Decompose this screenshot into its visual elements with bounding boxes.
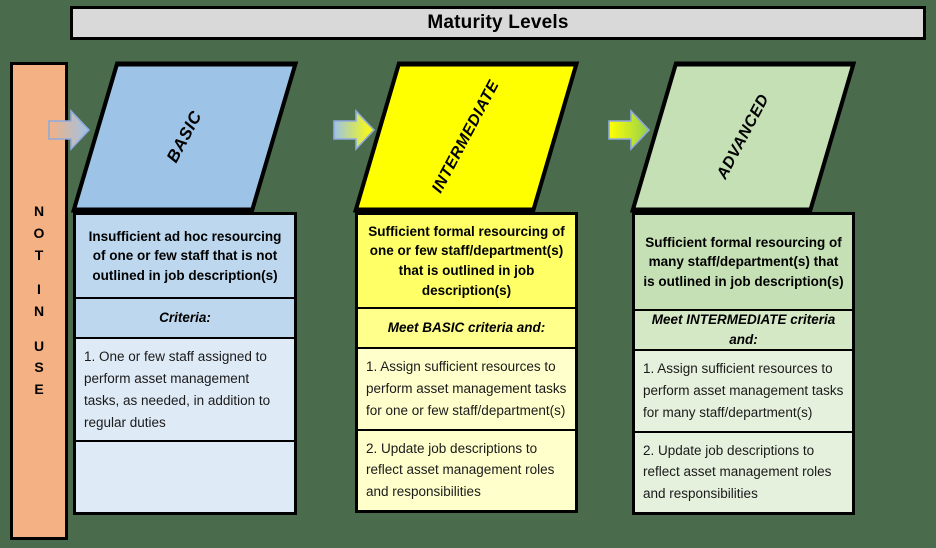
- intermediate-criteria-item-text: 1. Assign sufficient resources to perfor…: [366, 359, 567, 418]
- not-in-use-letter: E: [34, 381, 44, 398]
- basic-criteria-label-cell: Criteria:: [76, 299, 294, 339]
- basic-criteria-label: Criteria:: [159, 310, 211, 326]
- basic-empty-cell: [76, 442, 294, 513]
- maturity-column-basic: BASIC Insufficient ad hoc resourcing of …: [70, 61, 299, 516]
- advanced-criteria-item-text: 2. Update job descriptions to reflect as…: [643, 442, 832, 502]
- basic-plate: BASIC: [70, 61, 299, 213]
- arrow-basic-to-intermediate-icon: [333, 108, 376, 152]
- intermediate-criteria-label: Meet BASIC criteria and:: [387, 320, 546, 336]
- not-in-use-letter: N: [33, 203, 45, 220]
- intermediate-criteria-label-cell: Meet BASIC criteria and:: [358, 309, 575, 349]
- arrow-not-in-use-to-basic-icon: [48, 108, 91, 152]
- not-in-use-letter: O: [33, 224, 45, 241]
- basic-header-cell: Insufficient ad hoc resourcing of one or…: [76, 215, 294, 299]
- not-in-use-letter: T: [34, 246, 44, 263]
- not-in-use-letter: U: [33, 337, 45, 354]
- advanced-criteria-item: 2. Update job descriptions to reflect as…: [635, 432, 852, 513]
- basic-boxstack: Insufficient ad hoc resourcing of one or…: [73, 212, 297, 516]
- advanced-criteria-item: 1. Assign sufficient resources to perfor…: [635, 351, 852, 433]
- not-in-use-column: N O T I N U S E: [10, 62, 68, 540]
- basic-header-text: Insufficient ad hoc resourcing of one or…: [88, 228, 282, 283]
- advanced-criteria-label: Meet INTERMEDIATE criteria and:: [651, 312, 836, 347]
- arrow-intermediate-to-advanced-icon: [608, 108, 651, 152]
- not-in-use-letter: S: [34, 359, 44, 376]
- page-title: Maturity Levels: [427, 12, 569, 33]
- basic-criteria-item: 1. One or few staff assigned to perform …: [76, 339, 294, 443]
- advanced-criteria-label-cell: Meet INTERMEDIATE criteria and:: [635, 311, 852, 351]
- intermediate-boxstack: Sufficient formal resourcing of one or f…: [355, 212, 578, 514]
- intermediate-header-cell: Sufficient formal resourcing of one or f…: [358, 215, 575, 309]
- advanced-criteria-item-text: 1. Assign sufficient resources to perfor…: [643, 361, 844, 420]
- advanced-header-text: Sufficient formal resourcing of many sta…: [643, 234, 844, 289]
- intermediate-plate: INTERMEDIATE: [352, 61, 580, 213]
- advanced-header-cell: Sufficient formal resourcing of many sta…: [635, 215, 852, 311]
- intermediate-criteria-item-text: 2. Update job descriptions to reflect as…: [366, 440, 555, 500]
- maturity-column-intermediate: INTERMEDIATE Sufficient formal resourcin…: [352, 61, 580, 514]
- maturity-column-advanced: ADVANCED Sufficient formal resourcing of…: [629, 61, 857, 516]
- intermediate-header-text: Sufficient formal resourcing of one or f…: [368, 223, 565, 298]
- intermediate-criteria-item: 1. Assign sufficient resources to perfor…: [358, 349, 575, 431]
- advanced-boxstack: Sufficient formal resourcing of many sta…: [632, 212, 855, 516]
- not-in-use-letter: N: [33, 303, 45, 319]
- advanced-plate: ADVANCED: [629, 61, 857, 213]
- basic-criteria-item-text: 1. One or few staff assigned to perform …: [84, 349, 271, 430]
- page-title-banner: Maturity Levels: [70, 6, 926, 40]
- not-in-use-letter: I: [37, 281, 41, 298]
- intermediate-criteria-item: 2. Update job descriptions to reflect as…: [358, 430, 575, 511]
